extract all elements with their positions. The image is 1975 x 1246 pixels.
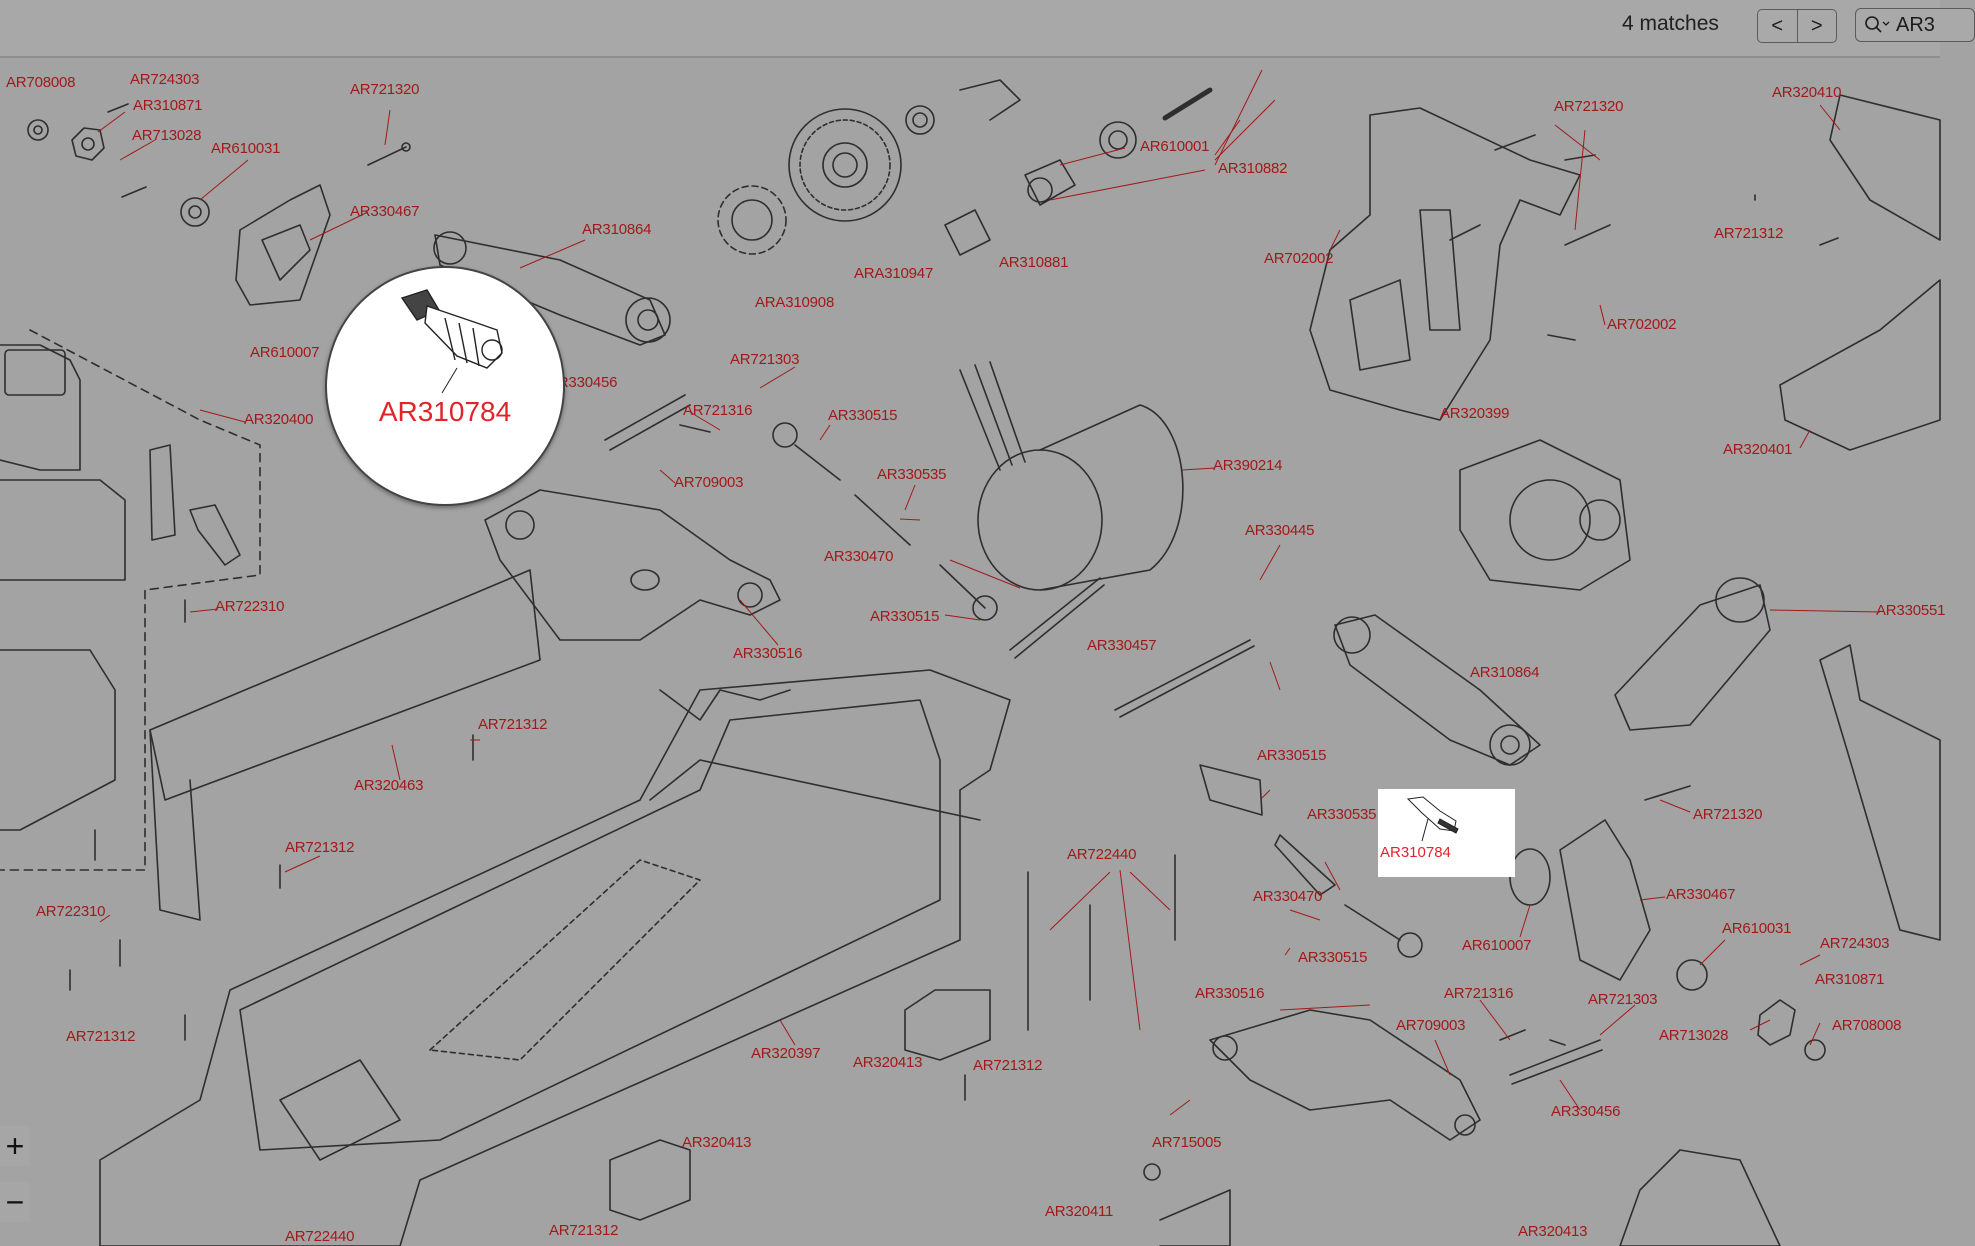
part-label[interactable]: ARA310908 bbox=[755, 294, 835, 311]
part-label[interactable]: AR310871 bbox=[133, 97, 203, 114]
search-input[interactable]: AR3 bbox=[1855, 8, 1975, 42]
part-label[interactable]: AR721320 bbox=[1554, 98, 1624, 115]
part-label[interactable]: AR713028 bbox=[1659, 1027, 1729, 1044]
part-label[interactable]: AR721312 bbox=[549, 1222, 619, 1239]
part-label[interactable]: AR320413 bbox=[853, 1054, 923, 1071]
shaft-part-icon bbox=[400, 289, 503, 394]
part-label[interactable]: AR610001 bbox=[1140, 138, 1210, 155]
part-label[interactable]: AR330515 bbox=[1298, 949, 1368, 966]
part-label[interactable]: AR721312 bbox=[285, 839, 355, 856]
part-label[interactable]: AR721312 bbox=[66, 1028, 136, 1045]
part-label[interactable]: AR702002 bbox=[1264, 250, 1334, 267]
part-label[interactable]: AR310864 bbox=[1470, 664, 1540, 681]
part-label[interactable]: AR330457 bbox=[1087, 637, 1157, 654]
part-label[interactable]: AR320410 bbox=[1772, 84, 1842, 101]
part-label[interactable]: AR610031 bbox=[1722, 920, 1792, 937]
part-label[interactable]: AR610007 bbox=[1462, 937, 1532, 954]
highlight-part-number: AR310784 bbox=[1380, 844, 1451, 861]
part-label[interactable]: AR721316 bbox=[683, 402, 753, 419]
part-label[interactable]: AR310871 bbox=[1815, 971, 1885, 988]
part-label[interactable]: AR709003 bbox=[674, 474, 744, 491]
part-label[interactable]: AR702002 bbox=[1607, 316, 1677, 333]
part-label[interactable]: AR721303 bbox=[1588, 991, 1658, 1008]
part-label[interactable]: AR320413 bbox=[682, 1134, 752, 1151]
part-zoom-callout[interactable]: AR310784 bbox=[325, 266, 565, 506]
part-label[interactable]: AR724303 bbox=[1820, 935, 1890, 952]
part-label[interactable]: AR330515 bbox=[828, 407, 898, 424]
part-label[interactable]: AR721312 bbox=[973, 1057, 1043, 1074]
part-label[interactable]: AR721320 bbox=[1693, 806, 1763, 823]
part-label[interactable]: AR715005 bbox=[1152, 1134, 1222, 1151]
part-label[interactable]: AR310881 bbox=[999, 254, 1069, 271]
zoom-out-button[interactable]: − bbox=[0, 1182, 30, 1222]
search-match-highlight[interactable]: AR310784 bbox=[1378, 789, 1515, 877]
shaft-part-icon bbox=[1406, 796, 1459, 842]
part-label[interactable]: AR330456 bbox=[1551, 1103, 1621, 1120]
part-label[interactable]: AR320399 bbox=[1440, 405, 1510, 422]
part-label[interactable]: AR721316 bbox=[1444, 985, 1514, 1002]
part-label[interactable]: AR330551 bbox=[1876, 602, 1946, 619]
part-label[interactable]: AR330535 bbox=[1307, 806, 1377, 823]
find-toolbar: 4 matches < > AR3 bbox=[0, 0, 1975, 58]
part-label[interactable]: AR330516 bbox=[1195, 985, 1265, 1002]
part-label[interactable]: AR708008 bbox=[6, 74, 76, 91]
part-label[interactable]: AR310864 bbox=[582, 221, 652, 238]
part-label[interactable]: AR320463 bbox=[354, 777, 424, 794]
zoom-in-button[interactable]: + bbox=[0, 1126, 30, 1166]
part-label[interactable]: AR721312 bbox=[1714, 225, 1784, 242]
callout-part-number: AR310784 bbox=[378, 396, 512, 427]
part-label[interactable]: AR722310 bbox=[215, 598, 285, 615]
part-label[interactable]: AR330470 bbox=[824, 548, 894, 565]
part-label[interactable]: AR610031 bbox=[211, 140, 281, 157]
part-label[interactable]: AR722440 bbox=[1067, 846, 1137, 863]
part-label[interactable]: AR713028 bbox=[132, 127, 202, 144]
part-label[interactable]: AR330445 bbox=[1245, 522, 1315, 539]
next-match-button[interactable]: > bbox=[1796, 10, 1837, 42]
match-navigation: < > bbox=[1757, 9, 1837, 43]
part-label[interactable]: AR722310 bbox=[36, 903, 106, 920]
part-label[interactable]: AR320397 bbox=[751, 1045, 821, 1062]
part-label[interactable]: ARA310947 bbox=[854, 265, 934, 282]
part-label[interactable]: AR330467 bbox=[1666, 886, 1736, 903]
part-label[interactable]: AR721303 bbox=[730, 351, 800, 368]
match-count: 4 matches bbox=[1622, 12, 1719, 35]
search-icon bbox=[1865, 16, 1890, 33]
part-label[interactable]: AR330516 bbox=[733, 645, 803, 662]
part-label[interactable]: AR320413 bbox=[1518, 1223, 1588, 1240]
part-label[interactable]: AR310882 bbox=[1218, 160, 1288, 177]
part-label[interactable]: AR390214 bbox=[1213, 457, 1283, 474]
part-label[interactable]: AR724303 bbox=[130, 71, 200, 88]
part-label[interactable]: AR708008 bbox=[1832, 1017, 1902, 1034]
part-label[interactable]: AR610007 bbox=[250, 344, 320, 361]
part-label[interactable]: AR330456 bbox=[548, 374, 618, 391]
search-query-text: AR3 bbox=[1896, 13, 1935, 36]
part-label[interactable]: AR320401 bbox=[1723, 441, 1793, 458]
part-label[interactable]: AR330467 bbox=[350, 203, 420, 220]
part-label[interactable]: AR722440 bbox=[285, 1228, 355, 1245]
part-label[interactable]: AR330535 bbox=[877, 466, 947, 483]
part-label[interactable]: AR721312 bbox=[478, 716, 548, 733]
part-label[interactable]: AR330515 bbox=[870, 608, 940, 625]
part-label[interactable]: AR330470 bbox=[1253, 888, 1323, 905]
part-label[interactable]: AR709003 bbox=[1396, 1017, 1466, 1034]
part-label[interactable]: AR721320 bbox=[350, 81, 420, 98]
part-label[interactable]: AR320400 bbox=[244, 411, 314, 428]
previous-match-button[interactable]: < bbox=[1771, 14, 1784, 37]
part-label[interactable]: AR320411 bbox=[1045, 1203, 1114, 1220]
part-label[interactable]: AR330515 bbox=[1257, 747, 1327, 764]
